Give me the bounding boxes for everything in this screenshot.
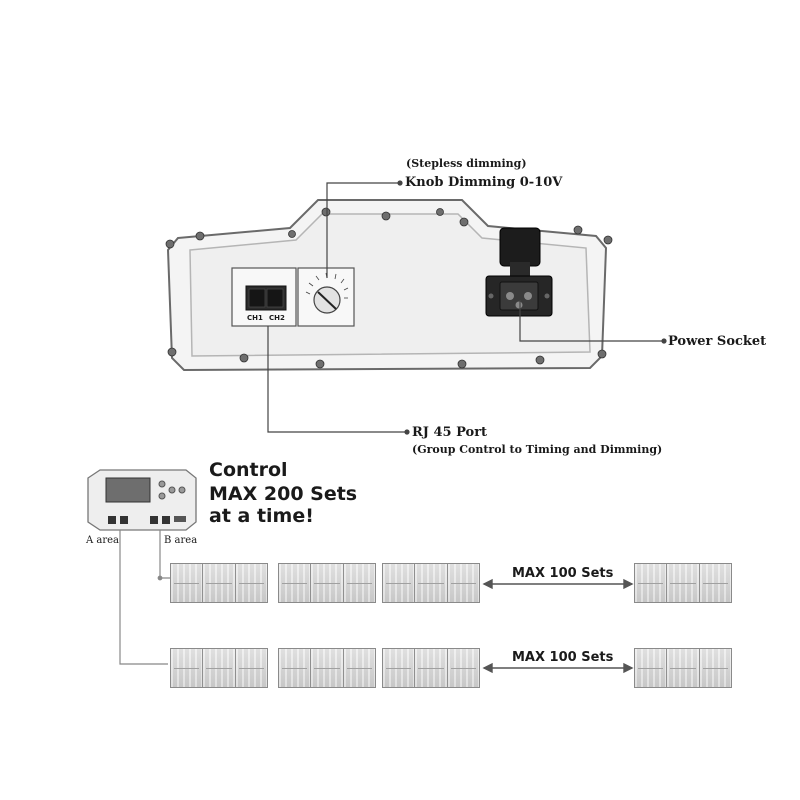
light-fixture <box>634 563 732 603</box>
ch1-label: CH1 <box>247 314 263 322</box>
light-fixture <box>382 563 480 603</box>
light-fixture <box>634 648 732 688</box>
row2-max-label: MAX 100 Sets <box>512 650 614 665</box>
housing-screws <box>165 207 613 369</box>
control-title: Control <box>209 459 288 481</box>
power-socket <box>485 227 553 317</box>
screw <box>381 211 391 221</box>
light-fixture <box>170 563 268 603</box>
screw <box>535 355 545 365</box>
rj45-leader <box>267 326 407 433</box>
light-fixture <box>170 648 268 688</box>
ch2-label: CH2 <box>269 314 285 322</box>
light-fixture <box>382 648 480 688</box>
screw <box>165 239 175 249</box>
knob-dimming-label: Knob Dimming 0-10V <box>405 175 563 190</box>
controller-device <box>87 469 197 531</box>
control-time: at a time! <box>209 505 314 527</box>
controller-screen <box>105 477 151 503</box>
controller-wiring <box>119 530 170 665</box>
screw <box>597 349 607 359</box>
rj45-label: RJ 45 Port <box>412 425 488 440</box>
light-fixture <box>278 648 376 688</box>
socket-leader <box>519 300 664 342</box>
screw <box>573 225 583 235</box>
screw <box>315 359 325 369</box>
screw <box>459 217 469 227</box>
b-area-label: B area <box>164 535 198 546</box>
row1-max-label: MAX 100 Sets <box>512 566 614 581</box>
knob-leader <box>326 182 400 278</box>
control-max: MAX 200 Sets <box>209 483 358 505</box>
power-socket-label: Power Socket <box>668 334 767 349</box>
a-area-wire <box>119 530 168 665</box>
screw <box>167 347 177 357</box>
screw <box>457 359 467 369</box>
screw <box>436 208 444 216</box>
rj45-note-label: (Group Control to Timing and Dimming) <box>412 443 663 456</box>
a-area-label: A area <box>86 535 120 546</box>
screw <box>239 353 249 363</box>
stepless-label: (Stepless dimming) <box>406 157 527 170</box>
row-arrows <box>482 578 634 674</box>
screw <box>195 231 205 241</box>
leader-lines <box>267 180 667 435</box>
driver-housing <box>165 199 613 372</box>
screw <box>603 235 613 245</box>
light-fixture <box>278 563 376 603</box>
screw <box>321 207 331 217</box>
screw <box>288 230 296 238</box>
